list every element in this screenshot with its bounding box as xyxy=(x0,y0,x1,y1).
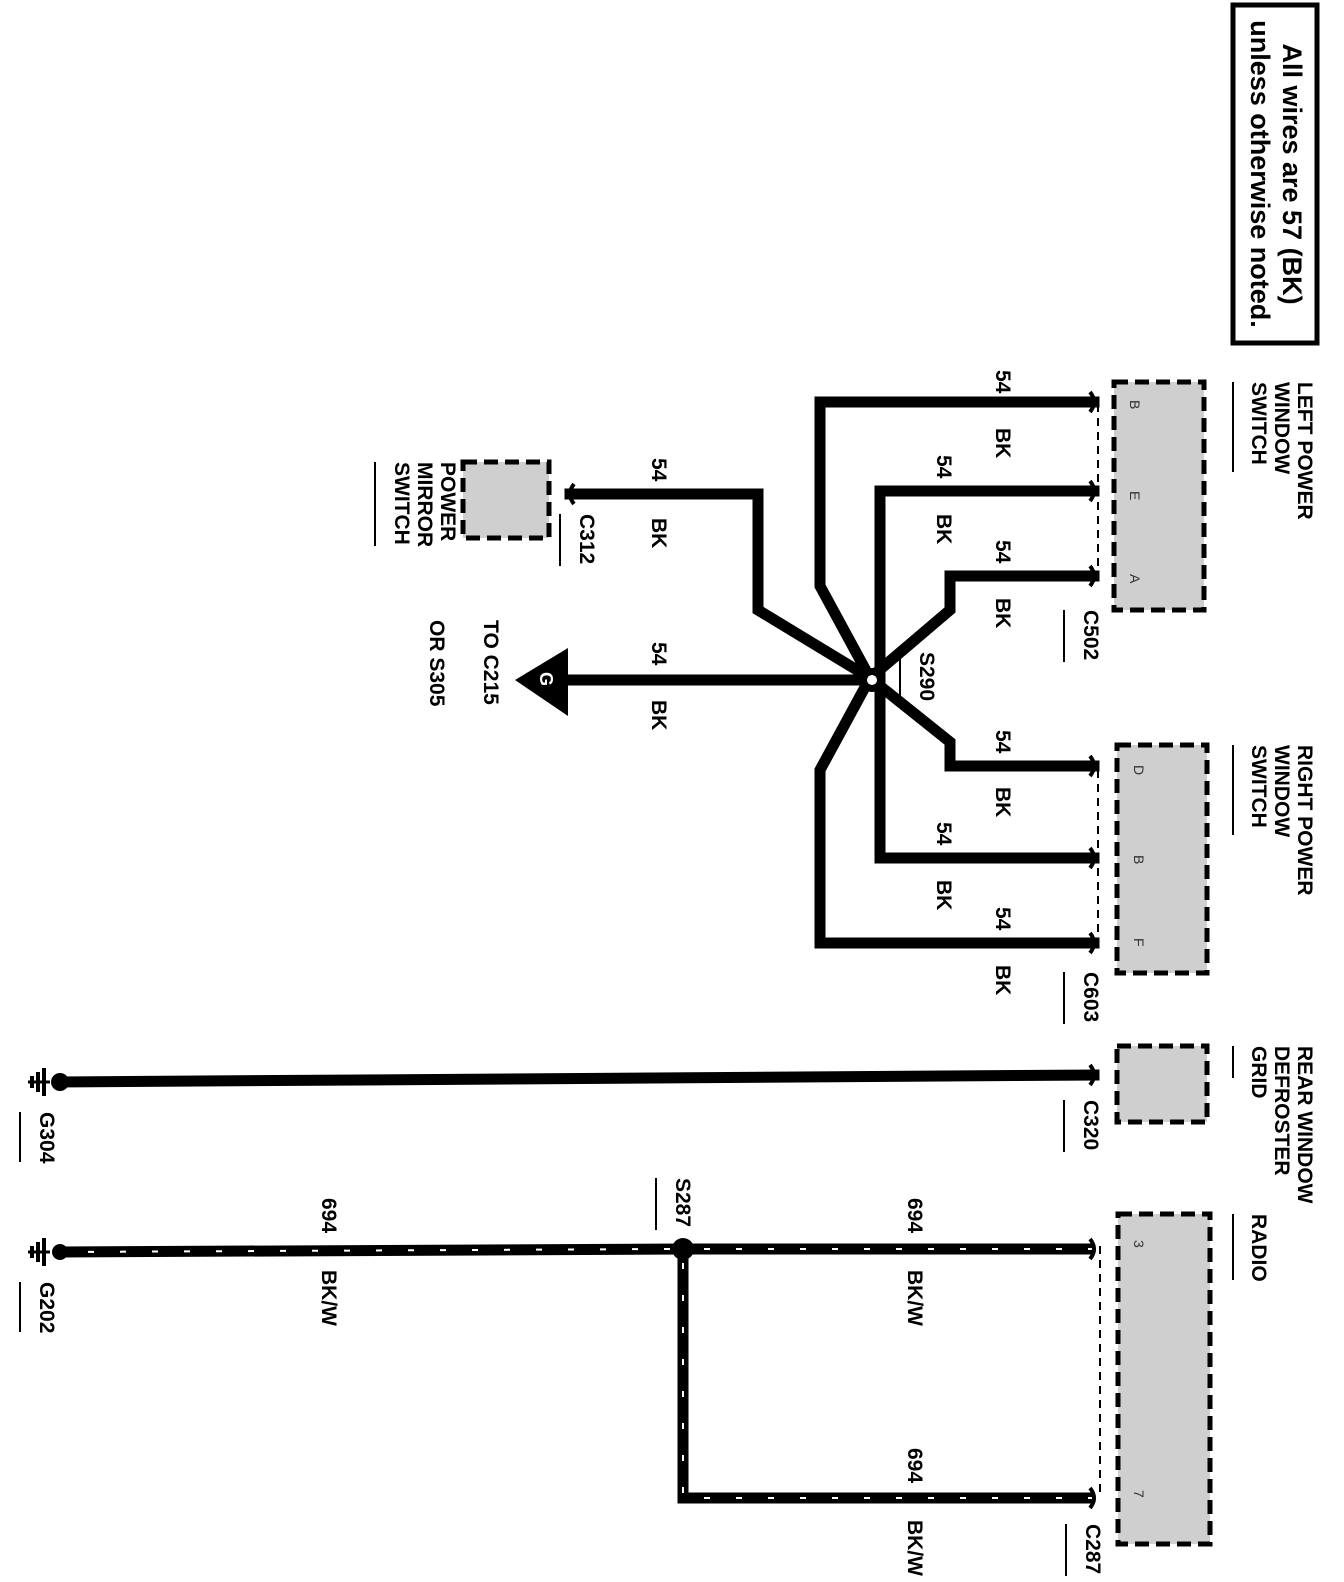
note-line-1: All wires are 57 (BK) xyxy=(1277,43,1307,304)
radio: 3 7 RADIO C287 xyxy=(1065,1211,1270,1576)
wire-circuit-label: 54 xyxy=(991,540,1014,564)
wire-color-label: BK xyxy=(991,428,1014,458)
radio-label: RADIO xyxy=(1247,1214,1270,1282)
rear-window-defroster-grid: REAR WINDOW DEFROSTER GRID C320 xyxy=(1063,1043,1316,1204)
pin-label: F xyxy=(1131,938,1147,947)
connector-c287: C287 xyxy=(1081,1524,1104,1574)
ground-g202: G202 xyxy=(35,1282,58,1333)
terminal xyxy=(568,482,576,506)
wire-c502-e xyxy=(874,485,1100,684)
splice-s287 xyxy=(672,1238,694,1260)
ground-symbol-g202 xyxy=(28,1238,50,1266)
wire-circuit-label: 694 xyxy=(317,1198,340,1233)
radio-ground: S287 G202 694 BK/W 694 BK/W 694 BK/W xyxy=(19,1178,1096,1576)
wire-color-label: BK/W xyxy=(317,1270,340,1326)
wire-c603-d xyxy=(862,670,1100,772)
mirror-label-3: SWITCH xyxy=(390,462,413,545)
wire-circuit-label: 54 xyxy=(932,822,955,846)
defroster-ground: G304 xyxy=(19,1063,1100,1164)
wire-circuit-label: 694 xyxy=(903,1448,926,1483)
wire-circuit-label: 54 xyxy=(991,730,1014,754)
wire-s287-g202 xyxy=(59,1243,684,1258)
splice-s287-label: S287 xyxy=(671,1178,694,1227)
right-window-label-2: WINDOW xyxy=(1270,745,1293,837)
wire-color-label: BK xyxy=(991,787,1014,817)
wire-color-label: BK xyxy=(932,514,955,544)
wire-c320-g304 xyxy=(54,1069,1100,1088)
wire-c603-b xyxy=(874,672,1100,864)
s290-wire-labels: 54 BK 54 BK 54 BK 54 BK 54 BK 54 BK 54 B… xyxy=(647,370,1014,995)
wire-color-label: BK/W xyxy=(903,1520,926,1576)
left-window-label-3: SWITCH xyxy=(1247,382,1270,465)
wire-circuit-label: 54 xyxy=(647,642,670,666)
wire-color-label: BK xyxy=(932,880,955,910)
splice-s290-label: S290 xyxy=(915,652,938,701)
left-power-window-switch: B E A LEFT POWER WINDOW SWITCH C502 xyxy=(1063,379,1316,662)
connector-c312: C312 xyxy=(575,514,598,564)
wire-color-label: BK xyxy=(991,965,1014,995)
defroster-label-2: DEFROSTER xyxy=(1270,1046,1293,1176)
right-window-label-1: RIGHT POWER xyxy=(1293,745,1316,896)
offpage-label-1: TO C215 xyxy=(479,620,502,705)
pin-label: 3 xyxy=(1131,1240,1147,1248)
terminal xyxy=(1088,479,1096,503)
terminal xyxy=(1088,564,1096,588)
pin-label: D xyxy=(1131,765,1147,775)
mirror-label-1: POWER xyxy=(436,462,459,541)
defroster-label-1: REAR WINDOW xyxy=(1293,1046,1316,1204)
mirror-label-2: MIRROR xyxy=(413,462,436,547)
offpage-arrow xyxy=(515,648,568,716)
wire-c312 xyxy=(564,488,878,686)
connector-c320: C320 xyxy=(1079,1100,1102,1150)
wire-color-label: BK xyxy=(647,700,670,730)
pin-label: B xyxy=(1127,400,1143,409)
terminal xyxy=(1088,1486,1096,1510)
wire-circuit-label: 54 xyxy=(647,458,670,482)
wire-c603-f xyxy=(814,670,1100,949)
wire-color-note: All wires are 57 (BK) unless otherwise n… xyxy=(1230,2,1320,346)
wire-c502-b xyxy=(814,396,1100,686)
wire-circuit-label: 694 xyxy=(903,1198,926,1233)
terminal xyxy=(1088,931,1096,955)
connector-c603: C603 xyxy=(1079,972,1102,1022)
pin-label: B xyxy=(1131,855,1147,864)
left-window-label-1: LEFT POWER xyxy=(1293,382,1316,520)
terminal xyxy=(1088,390,1096,414)
wire-circuit-label: 54 xyxy=(991,370,1014,394)
pin-label: E xyxy=(1127,491,1143,500)
pin-label: 7 xyxy=(1131,1490,1147,1498)
wire-c502-a xyxy=(862,570,1100,686)
ground-g304: G304 xyxy=(35,1112,58,1164)
left-window-label-2: WINDOW xyxy=(1270,382,1293,474)
pin-label: A xyxy=(1127,574,1143,584)
offpage-letter: G xyxy=(536,672,556,686)
terminal xyxy=(1088,754,1096,778)
note-line-2: unless otherwise noted. xyxy=(1245,20,1275,328)
wire-circuit-label: 54 xyxy=(991,907,1014,931)
defroster-label-3: GRID xyxy=(1247,1046,1270,1099)
ground-symbol-g304 xyxy=(28,1068,50,1096)
right-window-label-3: SWITCH xyxy=(1247,745,1270,828)
right-power-window-switch: D B F RIGHT POWER WINDOW SWITCH C603 xyxy=(1063,742,1316,1024)
offpage-label-2: OR S305 xyxy=(425,620,448,707)
terminal xyxy=(1088,1237,1096,1261)
terminal xyxy=(1088,846,1096,870)
wire-color-label: BK xyxy=(647,518,670,548)
wire-c287-7 xyxy=(677,1249,1094,1504)
power-mirror-switch: POWER MIRROR SWITCH C312 xyxy=(374,459,598,566)
connector-c502: C502 xyxy=(1079,610,1102,660)
terminal xyxy=(1088,1063,1096,1087)
s290-wires: S290 G TO C215 OR S305 xyxy=(425,390,1100,955)
wire-color-label: BK/W xyxy=(903,1270,926,1326)
wire-circuit-label: 54 xyxy=(932,455,955,479)
wire-color-label: BK xyxy=(991,598,1014,628)
